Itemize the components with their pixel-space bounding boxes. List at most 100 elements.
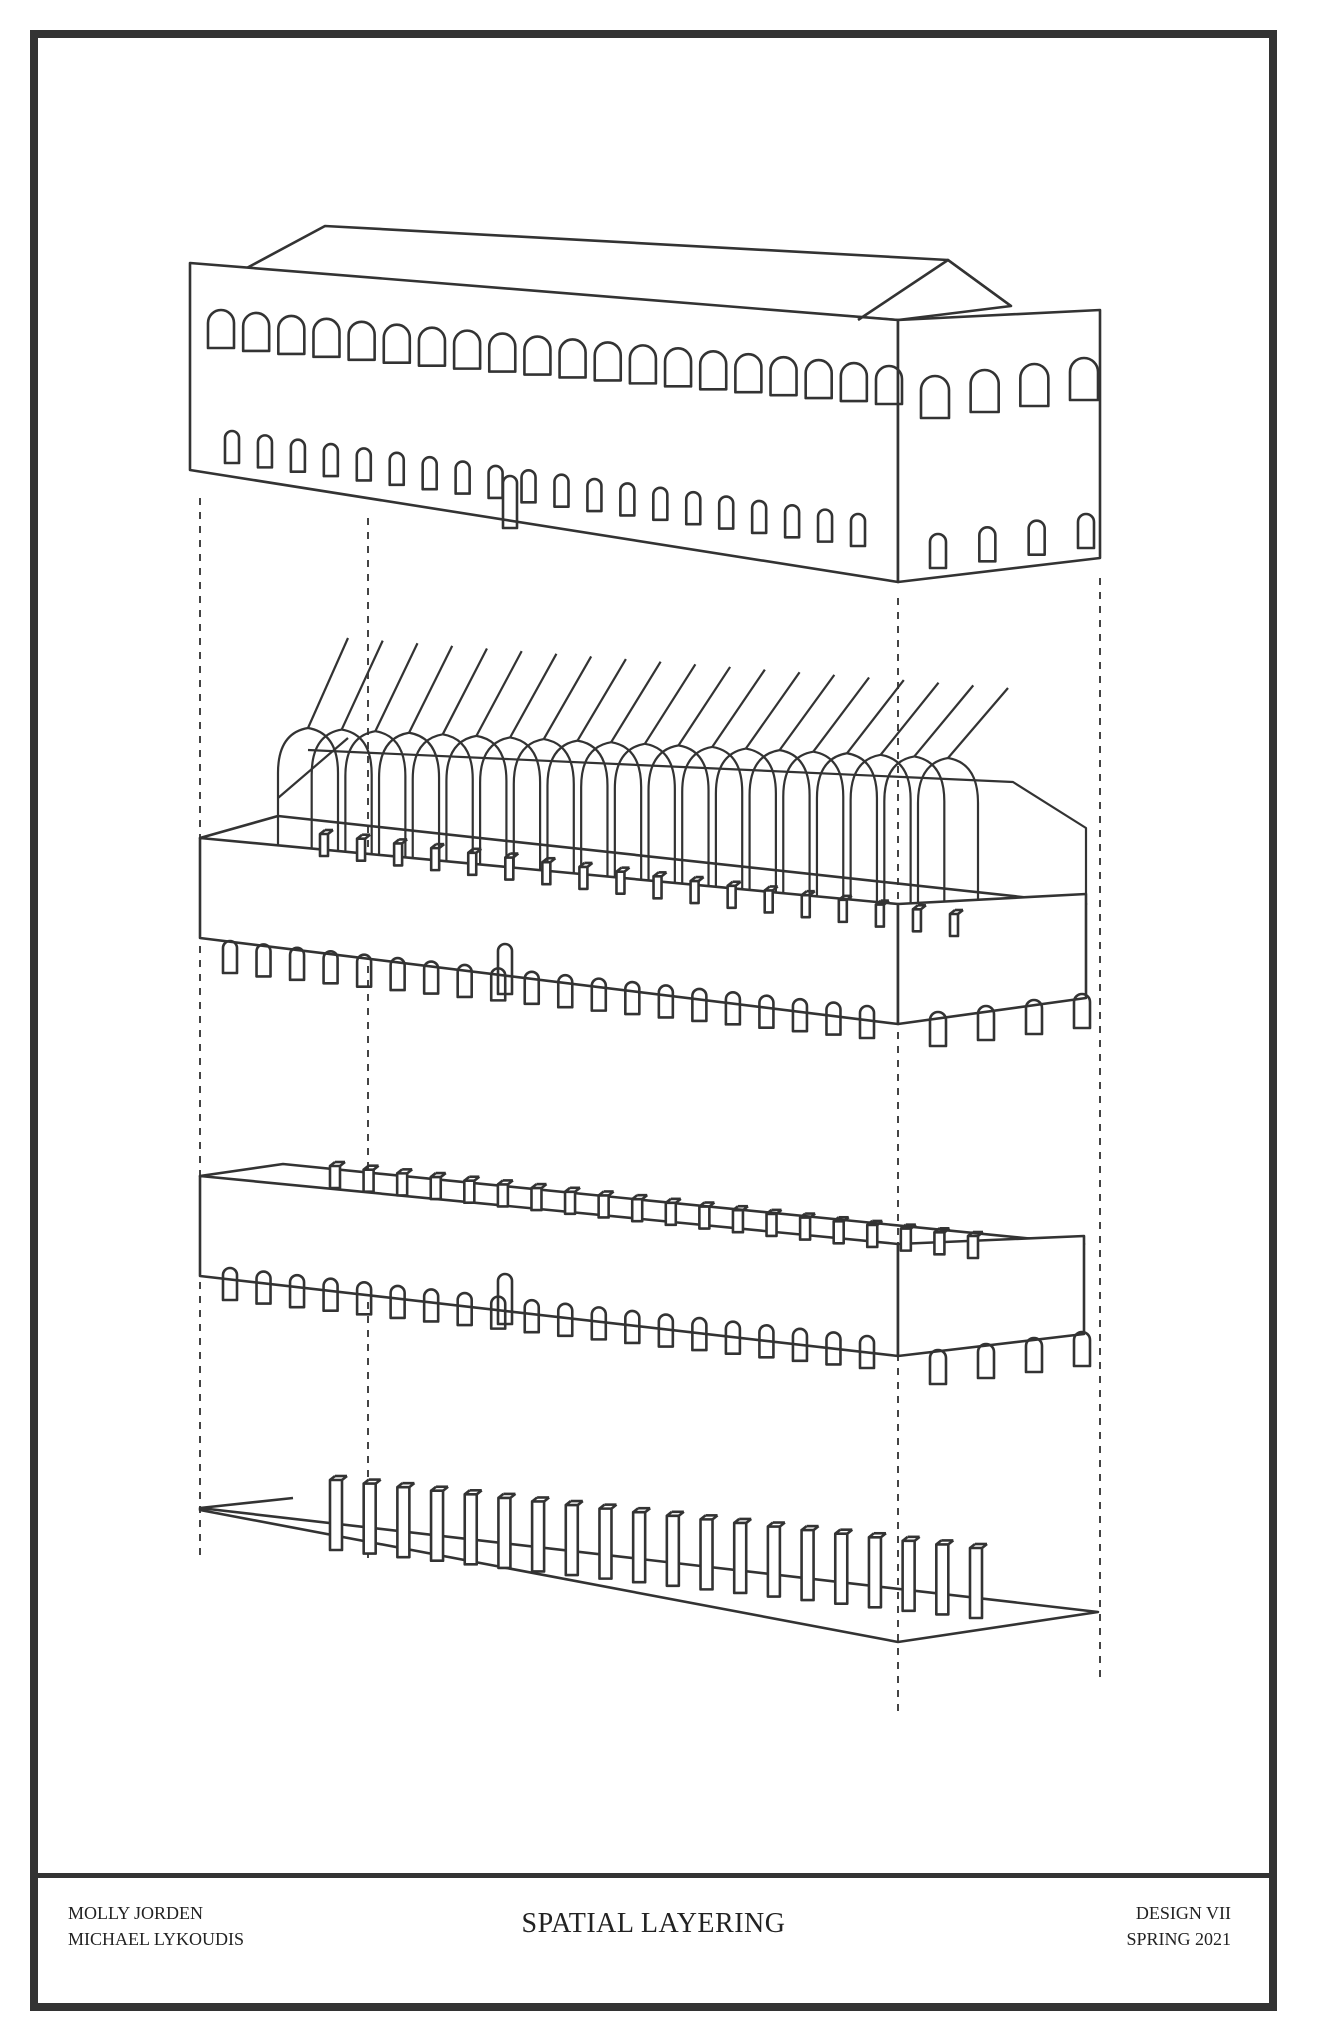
arched-window — [322, 1277, 339, 1313]
pier — [392, 842, 404, 867]
column — [362, 1482, 377, 1555]
column — [631, 1510, 647, 1584]
pier — [763, 889, 775, 914]
arched-window — [976, 1004, 996, 1042]
column — [665, 1514, 681, 1588]
arched-window — [750, 499, 768, 535]
arched-window — [717, 495, 735, 530]
vault-ridge-link — [509, 653, 558, 739]
pier — [948, 912, 960, 938]
pier — [800, 893, 812, 919]
post — [328, 1164, 342, 1190]
vault-rib — [411, 733, 443, 905]
arched-window — [657, 984, 675, 1019]
pier — [503, 856, 515, 881]
vault-ridge-link — [408, 645, 454, 734]
vault-rib — [947, 756, 980, 928]
layer-perimeter-walls — [198, 1160, 1092, 1386]
arched-window — [590, 1306, 608, 1341]
vault-rib — [512, 737, 544, 910]
vault-ridge-link — [744, 671, 801, 750]
arched-window — [928, 1010, 948, 1048]
pier — [578, 865, 589, 891]
vault-rib — [442, 733, 474, 905]
arched-window — [1024, 1336, 1044, 1374]
pier — [318, 832, 330, 858]
vault-rib — [813, 750, 845, 922]
vault-rib — [479, 736, 511, 908]
pier-edge — [838, 894, 845, 901]
arched-window — [523, 335, 552, 376]
pier-edge — [430, 843, 437, 850]
arched-window — [256, 434, 274, 469]
vault-ridge-link — [542, 655, 593, 740]
post-edge — [429, 1172, 437, 1179]
column — [396, 1485, 411, 1559]
arched-window — [769, 355, 798, 397]
pier — [466, 851, 478, 877]
arched-window — [322, 442, 340, 478]
vault-rib — [341, 728, 373, 900]
guide-lines — [199, 498, 1101, 1718]
arched-window — [241, 311, 271, 353]
arched-window — [556, 1302, 574, 1338]
column-edge — [666, 1510, 673, 1517]
vault-rib — [681, 745, 713, 917]
post — [530, 1186, 543, 1212]
column-edge — [632, 1507, 639, 1514]
arched-window — [277, 314, 306, 356]
pier-edge — [949, 908, 956, 916]
arched-window — [221, 1266, 239, 1302]
vault-rib — [408, 731, 441, 903]
post — [630, 1197, 644, 1223]
vault-ridge-link — [913, 684, 975, 758]
pier — [911, 907, 923, 933]
arched-window — [312, 317, 341, 359]
post-edge — [631, 1194, 639, 1201]
arched-window — [487, 332, 517, 373]
pier-edge — [319, 828, 326, 836]
vault-rib — [880, 753, 912, 925]
arched-window — [523, 1298, 541, 1334]
arched-window — [691, 1316, 708, 1352]
post-edge — [396, 1168, 403, 1175]
vault-rib — [577, 739, 609, 911]
arched-window — [456, 963, 473, 999]
column — [598, 1507, 613, 1580]
arched-window — [389, 1284, 406, 1320]
column-edge — [733, 1517, 741, 1524]
column-edge — [699, 1514, 707, 1521]
arched-window — [1072, 1330, 1092, 1368]
vault-rib — [375, 730, 407, 902]
arched-window — [849, 512, 867, 548]
vault-ridge-link — [643, 663, 697, 745]
post-edge — [765, 1208, 773, 1215]
vault-rib — [714, 747, 747, 919]
arched-window — [590, 977, 608, 1012]
arched-window — [586, 477, 603, 513]
post-edge — [597, 1190, 605, 1197]
layer-column-grid — [198, 1474, 1100, 1644]
arched-window — [1024, 998, 1044, 1036]
pier — [726, 884, 737, 910]
vault-ridge-link — [812, 676, 870, 753]
exploded-axonometric-drawing — [188, 224, 1102, 1718]
column-edge — [497, 1492, 505, 1499]
arched-window — [624, 1309, 641, 1345]
column — [732, 1521, 748, 1595]
post — [698, 1205, 711, 1230]
pier — [652, 875, 663, 900]
vault-ridge-link — [846, 679, 905, 754]
vault-ridge-link — [947, 687, 1009, 759]
post-edge — [564, 1186, 571, 1193]
column — [968, 1546, 984, 1620]
post — [731, 1208, 745, 1234]
arched-window — [652, 486, 669, 522]
arched-window — [1072, 992, 1092, 1030]
arched-window — [347, 320, 376, 362]
post-edge — [900, 1223, 907, 1230]
arched-window — [825, 1001, 842, 1036]
vault-rib — [509, 736, 542, 908]
post-edge — [832, 1216, 840, 1223]
arched-window — [783, 503, 801, 539]
